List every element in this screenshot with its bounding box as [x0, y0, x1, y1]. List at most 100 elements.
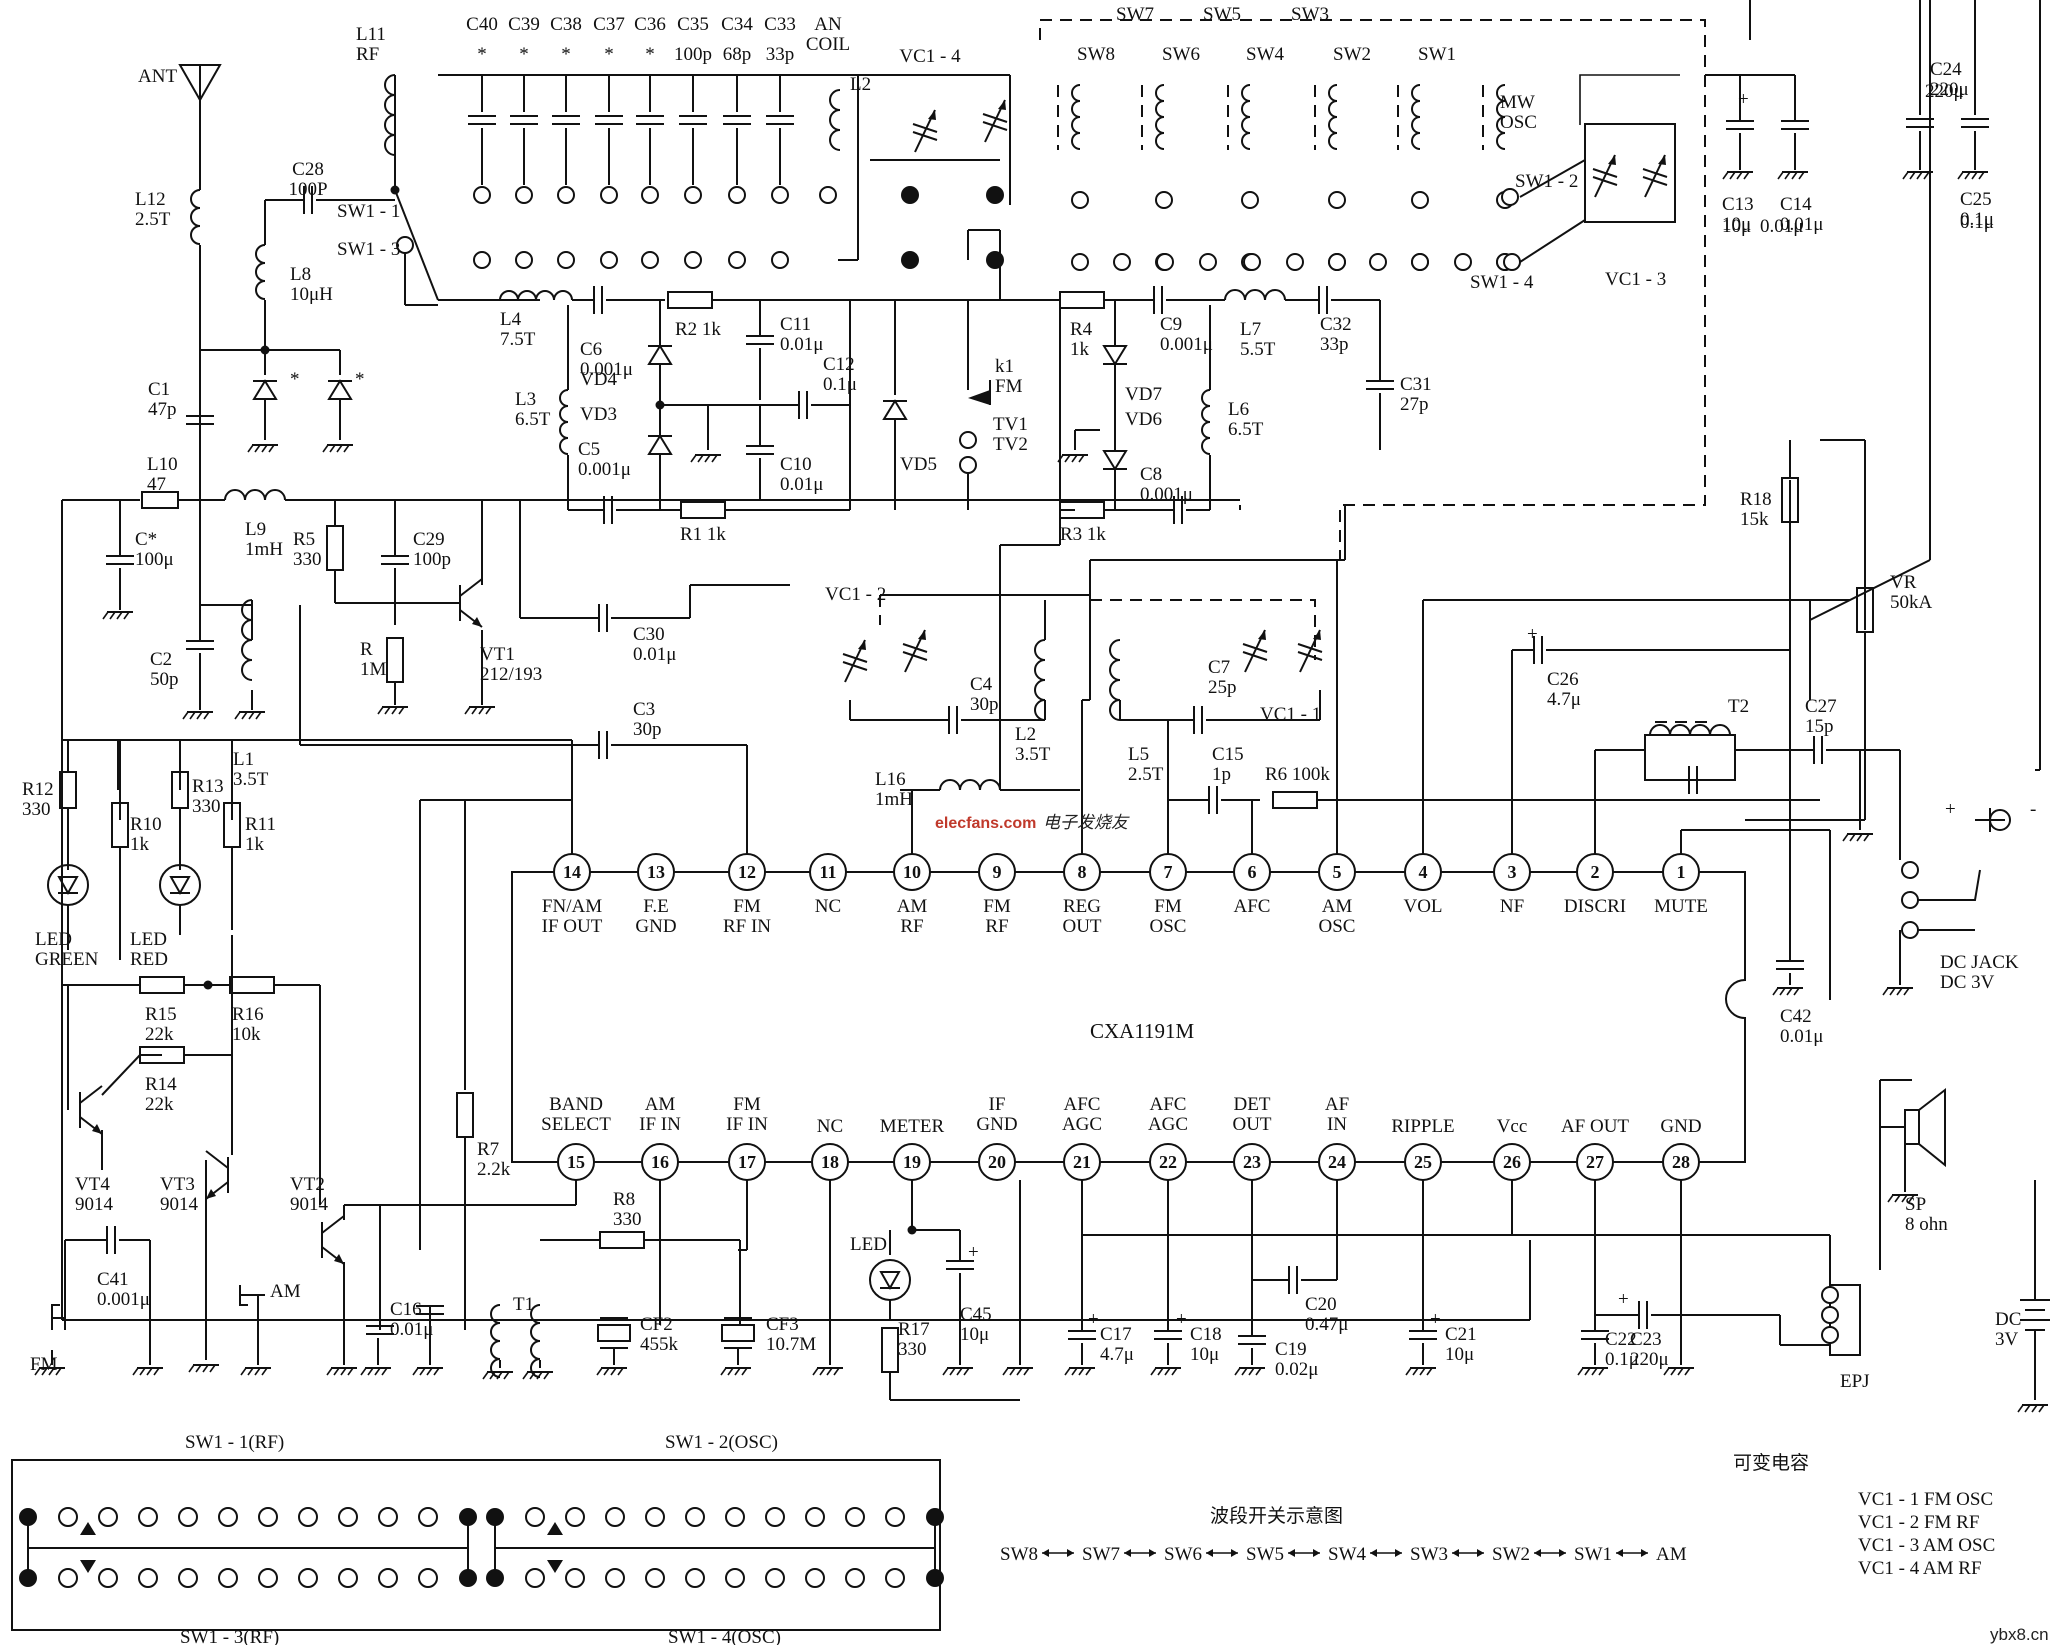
ground-icon — [123, 611, 130, 620]
resistor — [139, 976, 185, 994]
label-c40-value: * — [477, 44, 487, 65]
ic-pin-25 — [1404, 1143, 1442, 1181]
ground-icon — [1777, 171, 1784, 180]
switch-contact — [1328, 191, 1346, 209]
ground-icon — [261, 444, 268, 453]
coil — [829, 89, 841, 151]
ground-icon — [1863, 833, 1870, 842]
ground-icon — [1002, 1367, 1009, 1376]
ground-icon — [381, 1367, 388, 1376]
ground-icon — [189, 711, 196, 720]
ground-icon — [343, 444, 350, 453]
label-sw7: SW7 — [1116, 4, 1154, 25]
vc-legend-item-4: VC1 - 4 AM RF — [1858, 1558, 1982, 1579]
label-vc1-1: VC1 - 1 — [1260, 704, 1321, 725]
switch-contact — [1821, 1286, 1839, 1304]
coil — [1034, 639, 1046, 721]
ground-icon — [1419, 1367, 1426, 1376]
contact-dot — [986, 186, 1004, 204]
ground-icon — [340, 1367, 347, 1376]
ground-icon — [1909, 171, 1916, 180]
resistor — [229, 976, 275, 994]
variable-capacitor-icon — [858, 640, 866, 650]
ground-icon — [41, 1367, 48, 1376]
ground-icon — [1085, 1367, 1092, 1376]
ground-icon — [529, 1371, 536, 1380]
label-c13-v: 10μ — [1722, 216, 1751, 237]
ground-icon — [1971, 171, 1978, 180]
label-cx: C*100μ — [135, 529, 174, 570]
ground-icon — [1849, 833, 1856, 842]
label-c25-v: 0.1μ — [1960, 212, 1994, 233]
switch-slider-down — [547, 1560, 563, 1573]
transistor-icon — [334, 1254, 344, 1264]
ground-icon — [1729, 171, 1736, 180]
minus-sign: - — [2030, 799, 2036, 820]
ground-icon — [464, 706, 471, 715]
ground-icon — [209, 1364, 216, 1373]
label-c37-value: * — [604, 44, 614, 65]
switch-contact — [1369, 253, 1387, 271]
switch-contact — [645, 1507, 665, 1527]
ic-pin-number-19: 19 — [903, 1152, 921, 1172]
band-seq-sw5: SW5 — [1246, 1544, 1284, 1565]
ground-icon — [1896, 987, 1903, 996]
ic-pin-number-22: 22 — [1159, 1152, 1177, 1172]
switch-contact — [178, 1568, 198, 1588]
ic-pin-18 — [811, 1143, 849, 1181]
switch-contact — [138, 1507, 158, 1527]
ic-pin-23 — [1233, 1143, 1271, 1181]
ground-icon — [1591, 1367, 1598, 1376]
led-icon — [869, 1259, 911, 1301]
arrow-icon — [1616, 1549, 1623, 1557]
switch-contact — [378, 1507, 398, 1527]
ic-pin-label-2: DISCRI — [1564, 896, 1626, 917]
label-sw2: SW2 — [1333, 44, 1371, 65]
switch-contact — [845, 1507, 865, 1527]
ground-icon — [146, 1367, 153, 1376]
circuit-wiring — [51, 0, 2050, 1401]
ic-pin-number-1: 1 — [1677, 862, 1686, 882]
ic-pin-number-28: 28 — [1672, 1152, 1690, 1172]
switch-contact — [1901, 921, 1919, 939]
variable-capacitor-icon — [1608, 155, 1616, 165]
ic-pin-number-9: 9 — [993, 862, 1002, 882]
label-c35-value: 100p — [674, 44, 712, 65]
ic-pin-label-3: NF — [1500, 896, 1524, 917]
label-vd6: VD6 — [1125, 409, 1162, 430]
ic-pin-15 — [557, 1143, 595, 1181]
ic-pin-label-1: MUTE — [1654, 896, 1708, 917]
label-c34: C34 — [721, 14, 753, 35]
ic-pin-5 — [1318, 853, 1356, 891]
switch-contact — [1155, 191, 1173, 209]
switch-contact — [685, 1568, 705, 1588]
ic-pin-3 — [1493, 853, 1531, 891]
ground-icon — [1071, 454, 1078, 463]
ground-icon — [48, 1367, 55, 1376]
label-c14-v: 0.01μ — [1760, 216, 1803, 237]
label-r2: R2 1k — [675, 319, 721, 340]
dc-jack-contact — [1918, 869, 1981, 901]
ground-icon — [153, 1367, 160, 1376]
wire — [394, 189, 439, 301]
ground-icon — [471, 706, 478, 715]
ground-icon — [203, 711, 210, 720]
coil — [1411, 84, 1421, 150]
ic-pin-number-8: 8 — [1078, 862, 1087, 882]
switch-contact — [1454, 253, 1472, 271]
label-c37: C37 — [593, 14, 625, 35]
contact-dot — [901, 186, 919, 204]
ic-pin-label-11: NC — [815, 896, 841, 917]
ic-pin-28 — [1662, 1143, 1700, 1181]
